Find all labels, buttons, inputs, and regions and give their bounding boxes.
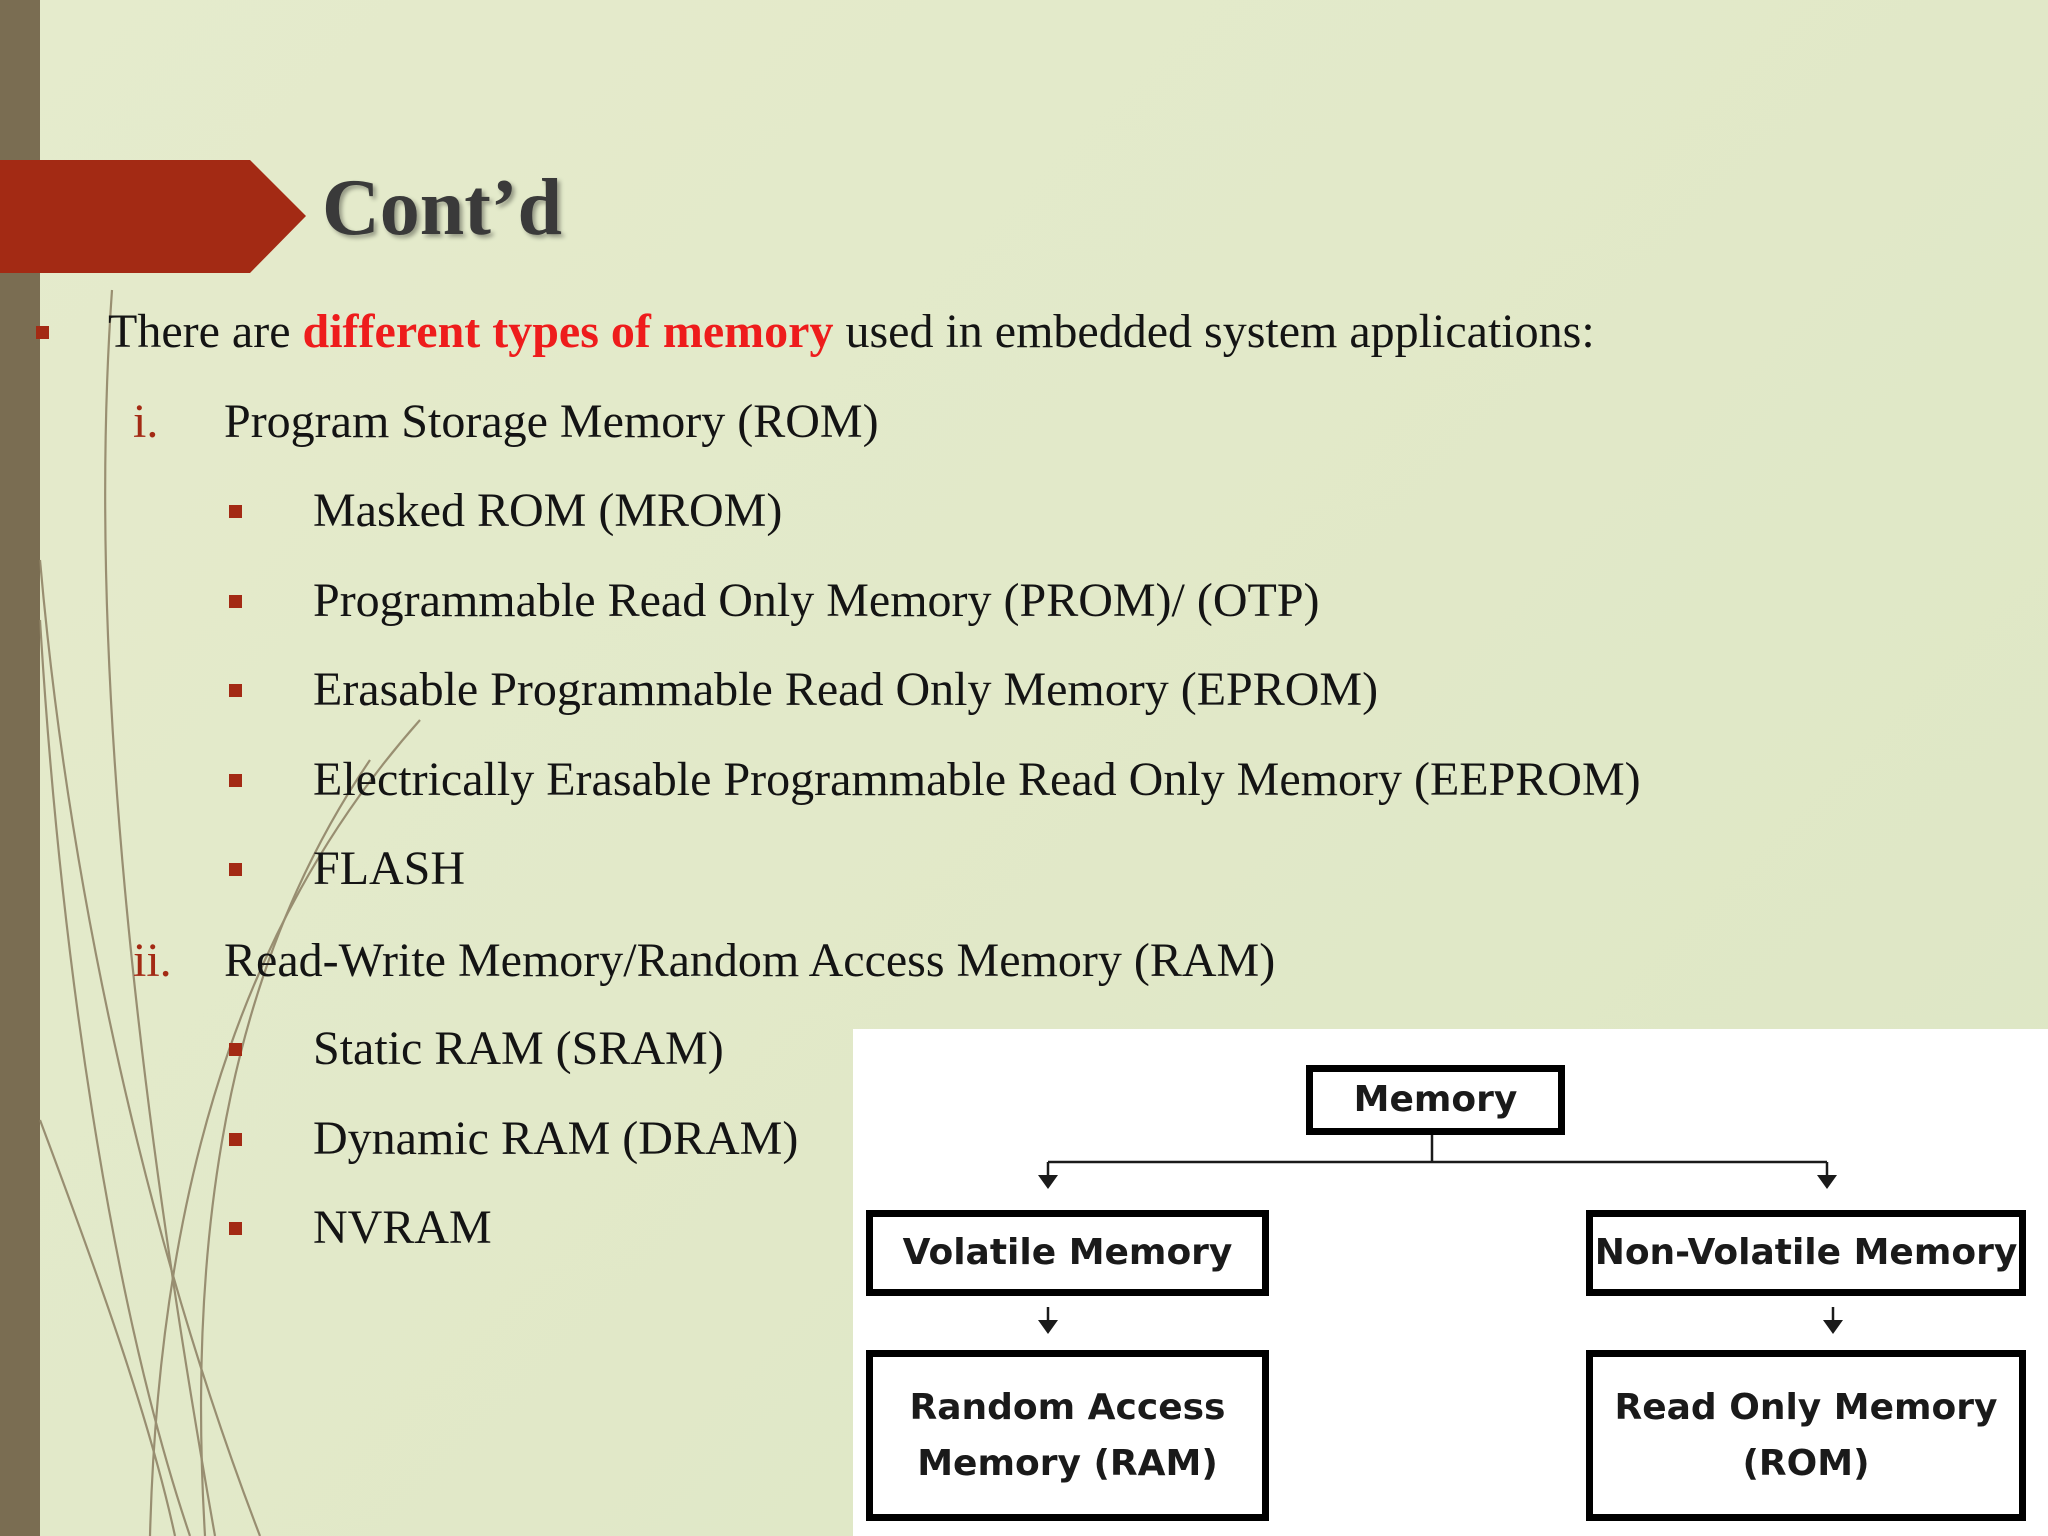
title-arrow-banner bbox=[0, 160, 306, 273]
diagram-connectors bbox=[1038, 1132, 1843, 1334]
section-number: ii. bbox=[133, 934, 172, 987]
non-volatile-memory-label: Non-Volatile Memory bbox=[1594, 1232, 2018, 1273]
list-item: FLASH bbox=[313, 842, 466, 895]
square-bullet-icon bbox=[229, 1133, 242, 1146]
square-bullet-icon bbox=[229, 505, 242, 518]
intro-suffix: used in embedded system applications: bbox=[833, 305, 1595, 358]
ram-box: Random Access Memory (RAM) bbox=[866, 1350, 1269, 1521]
square-bullet-icon bbox=[229, 595, 242, 608]
square-bullet-icon bbox=[229, 863, 242, 876]
list-item: Masked ROM (MROM) bbox=[313, 484, 783, 537]
rom-label-line2: (ROM) bbox=[1742, 1442, 1870, 1484]
volatile-memory-label: Volatile Memory bbox=[902, 1232, 1233, 1273]
square-bullet-icon bbox=[229, 774, 242, 787]
rom-box: Read Only Memory (ROM) bbox=[1586, 1350, 2026, 1521]
slide-title: Cont’d bbox=[322, 164, 563, 252]
intro-highlight: different types of memory bbox=[302, 305, 834, 358]
list-item: Dynamic RAM (DRAM) bbox=[313, 1112, 799, 1165]
rom-label-line1: Read Only Memory bbox=[1614, 1386, 1998, 1428]
square-bullet-icon bbox=[229, 684, 242, 697]
memory-root-label: Memory bbox=[1353, 1079, 1518, 1120]
section-label: Program Storage Memory (ROM) bbox=[224, 395, 879, 448]
square-bullet-icon bbox=[36, 326, 49, 339]
volatile-memory-box: Volatile Memory bbox=[866, 1210, 1269, 1296]
memory-root-box: Memory bbox=[1306, 1065, 1565, 1135]
intro-text: There are different types of memory used… bbox=[108, 302, 1595, 362]
list-item: Erasable Programmable Read Only Memory (… bbox=[313, 663, 1379, 716]
ram-label-line1: Random Access bbox=[909, 1386, 1226, 1428]
memory-hierarchy-diagram: Memory Volatile Memory Non-Volatile Memo… bbox=[853, 1029, 2048, 1536]
intro-prefix: There are bbox=[108, 305, 303, 358]
list-item: Programmable Read Only Memory (PROM)/ (O… bbox=[313, 574, 1320, 627]
ram-label-line2: Memory (RAM) bbox=[917, 1442, 1218, 1484]
list-item: NVRAM bbox=[313, 1201, 492, 1254]
square-bullet-icon bbox=[229, 1043, 242, 1056]
section-number: i. bbox=[133, 395, 159, 448]
section-label: Read-Write Memory/Random Access Memory (… bbox=[224, 934, 1276, 987]
square-bullet-icon bbox=[229, 1222, 242, 1235]
non-volatile-memory-box: Non-Volatile Memory bbox=[1586, 1210, 2026, 1296]
list-item: Static RAM (SRAM) bbox=[313, 1022, 724, 1075]
list-item: Electrically Erasable Programmable Read … bbox=[313, 753, 1641, 806]
